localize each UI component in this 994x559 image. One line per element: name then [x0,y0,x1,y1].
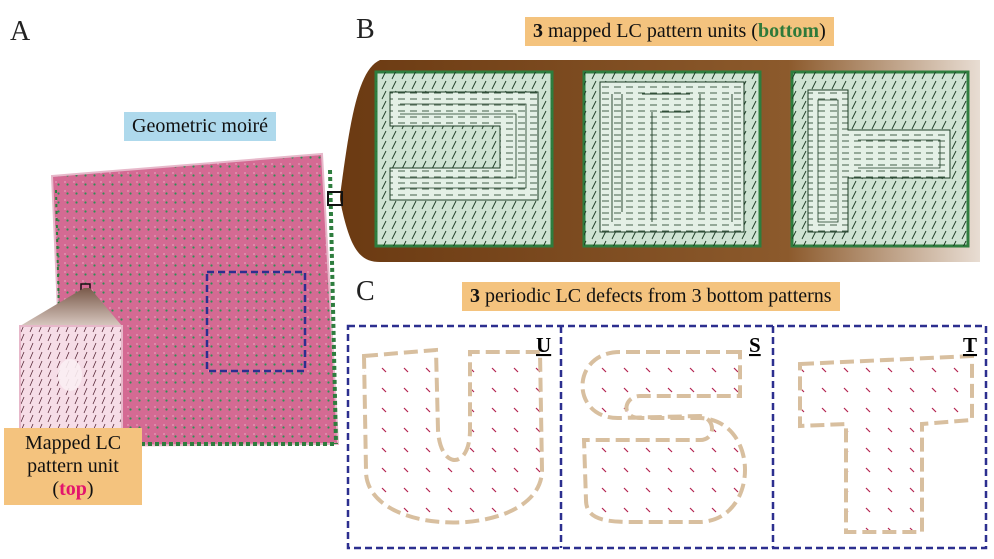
panel-letter-a: A [10,16,31,47]
defect-u [361,347,545,525]
b-title: 3 mapped LC pattern units (bottom) [525,17,834,46]
top-unit-line3: (top) [52,478,94,500]
defect-letter-t: T [963,333,977,357]
panel-letter-b: B [356,14,375,45]
defect-letter-s: S [749,333,761,357]
top-unit-center [58,359,82,391]
top-unit-fan [20,288,122,326]
b-title-count: 3 [533,20,543,42]
top-unit-line1: Mapped LC [24,432,122,454]
top-unit-bold: top [59,478,87,500]
b-unit-t [790,70,970,248]
c-title-text: periodic LC defects from 3 bottom patter… [480,285,832,307]
top-unit-label: Mapped LC pattern unit (top) [4,428,142,505]
defect-letter-u: U [536,333,551,357]
defect-s [580,350,747,524]
b-title-close: ) [819,20,826,42]
panel-letter-c: C [356,276,375,307]
geometric-moire-label: Geometric moiré [124,112,277,141]
defect-t [798,353,974,534]
top-unit-line2: pattern unit [27,455,119,477]
b-unit-u [374,70,554,248]
b-title-bold: bottom [757,20,820,42]
c-title: 3 periodic LC defects from 3 bottom patt… [462,282,840,311]
b-title-text: mapped LC pattern units ( [543,20,758,42]
c-title-count: 3 [470,285,480,307]
b-unit-s [582,70,762,248]
